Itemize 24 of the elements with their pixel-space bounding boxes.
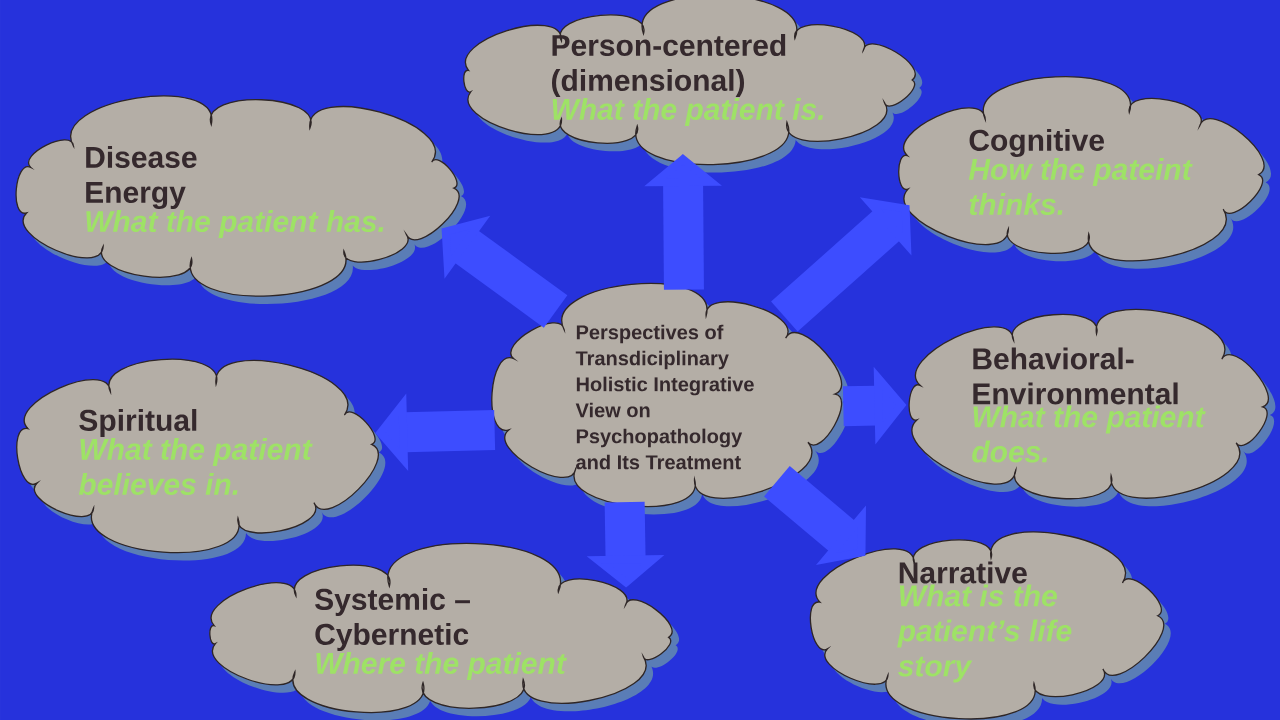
cloud-subtitle: What the patient does. <box>972 405 1206 463</box>
cloud-subtitle: What the patient is. <box>552 98 823 126</box>
cloud-title: Person-centered (dimensional) <box>552 34 786 97</box>
cloud-title: Disease Energy <box>86 145 197 210</box>
cloud <box>809 531 1171 720</box>
cloud <box>15 95 467 304</box>
cloud-subtitle: How the pateint thinks. <box>968 158 1193 216</box>
cloud-title: Systemic – Cybernetic <box>315 588 470 651</box>
cloud-title: Cognitive <box>969 128 1104 157</box>
cloud <box>463 0 922 173</box>
cloud <box>209 542 679 720</box>
cloud-subtitle: What the patient has. <box>86 210 384 238</box>
block-arrow <box>771 197 912 332</box>
cloud-subtitle: Where the patient <box>316 652 567 680</box>
cloud-subtitle: What is the patient’s life story <box>897 584 1072 683</box>
cloud <box>908 308 1276 507</box>
cloud-title: Behavioral- Environmental <box>973 347 1178 405</box>
cloud-title: Perspectives of Transdiciplinary Holistic Integrative View on Psychopathology and Its Treatment <box>575 324 754 470</box>
cloud <box>491 282 849 515</box>
cloud-subtitle: What the patient believes in. <box>78 437 313 495</box>
cloud <box>898 76 1271 269</box>
cloud-title: Spiritual <box>79 409 197 437</box>
cloud-title: Narrative <box>899 561 1027 584</box>
cloud <box>16 358 386 561</box>
